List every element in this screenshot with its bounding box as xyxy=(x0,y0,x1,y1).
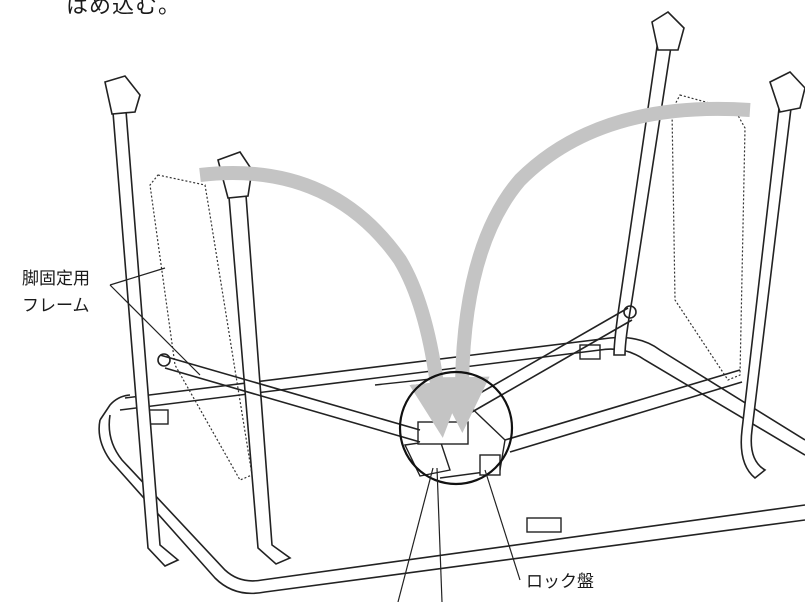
left-leg-outer xyxy=(104,75,180,567)
fold-arrows xyxy=(199,101,751,438)
leader-lines xyxy=(109,267,521,603)
leg-frame-label-line2: フレーム xyxy=(22,296,90,316)
instruction-text: はめ込む。 xyxy=(66,0,182,19)
lock-plate-label: ロック盤 xyxy=(526,572,594,592)
detail-magnifier xyxy=(398,370,514,486)
right-leg-rear xyxy=(613,10,685,356)
leg-fix-frames xyxy=(157,305,743,453)
leg-frame-label-line1: 脚固定用 xyxy=(22,269,90,289)
right-leg-front xyxy=(740,71,805,480)
hinge-plates xyxy=(139,344,601,533)
table-top xyxy=(98,336,805,595)
left-leg-inner xyxy=(217,151,292,565)
